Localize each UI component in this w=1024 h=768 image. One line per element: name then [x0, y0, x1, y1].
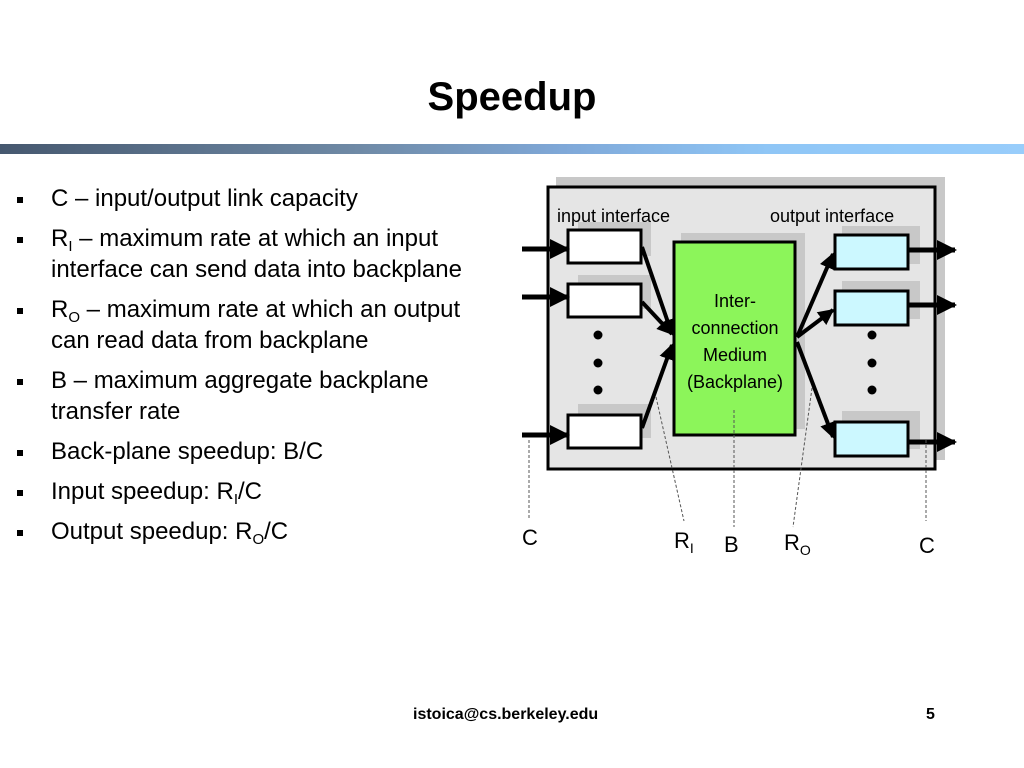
bullet-text: Output speedup: R: [51, 518, 253, 545]
bullet-item: RO – maximum rate at which an output can…: [14, 294, 464, 356]
bullet-item: Output speedup: RO/C: [14, 516, 464, 547]
label-r-o: RO: [784, 530, 811, 558]
medium-label-line: Inter-: [714, 291, 756, 311]
bullet-subscript: O: [68, 309, 81, 326]
square-bullet-icon: [17, 490, 23, 496]
router-chassis: [546, 185, 937, 471]
bullet-text: C – input/output link capacity: [51, 185, 358, 212]
output-port-shadow: [842, 281, 920, 319]
slide-title: Speedup: [427, 75, 597, 119]
square-bullet-icon: [17, 237, 23, 243]
input-port: [566, 228, 643, 265]
bullet-text: /C: [264, 518, 289, 545]
output-port: [833, 233, 910, 271]
bullet-subscript: I: [233, 491, 238, 508]
ellipsis-dot: [867, 358, 877, 368]
medium-label-line: Medium: [703, 345, 767, 365]
medium-label-line: connection: [691, 318, 778, 338]
medium-to-output-arrow: [795, 252, 835, 338]
ellipsis-dot: [593, 358, 603, 368]
input-to-medium-arrow: [640, 300, 674, 336]
ellipsis-dot: [867, 385, 877, 395]
square-bullet-icon: [17, 530, 23, 536]
input-port: [566, 413, 643, 450]
input-to-medium-arrow: [640, 246, 675, 336]
bullet-item: Input speedup: RI/C: [14, 476, 464, 507]
ellipsis-dot: [593, 330, 603, 340]
output-port-shadow: [842, 226, 920, 264]
bullet-text: – maximum rate at which an output can re…: [51, 296, 461, 354]
router-shadow: [556, 177, 945, 460]
bullet-text: Input speedup: R: [51, 478, 234, 505]
output-port-shadow: [842, 411, 920, 449]
square-bullet-icon: [17, 308, 23, 314]
bullet-item: Back-plane speedup: B/C: [14, 436, 464, 467]
medium-shadow: [681, 233, 805, 429]
medium-to-output-arrow: [795, 341, 836, 439]
input-interface-label: input interface: [557, 206, 670, 226]
leader-line-ro: [792, 387, 813, 528]
square-bullet-icon: [17, 197, 23, 203]
square-bullet-icon: [17, 450, 23, 456]
label-c-left: C: [522, 525, 538, 550]
bullet-item: RI – maximum rate at which an input inte…: [14, 223, 464, 285]
bullet-text: – maximum rate at which an input interfa…: [51, 225, 462, 283]
medium-label-line: (Backplane): [687, 372, 783, 392]
bullet-text: R: [51, 296, 69, 323]
label-b: B: [724, 532, 739, 557]
output-port: [833, 420, 910, 458]
output-interface-label: output interface: [770, 206, 894, 226]
medium-to-output-arrow: [795, 308, 835, 339]
input-port: [566, 282, 643, 319]
bullet-text: R: [51, 225, 69, 252]
input-port-shadow: [578, 404, 651, 438]
bullet-subscript: O: [252, 531, 265, 548]
page-number: 5: [926, 706, 935, 723]
input-port-shadow: [578, 222, 651, 256]
square-bullet-icon: [17, 379, 23, 385]
footer-email: istoica@cs.berkeley.edu: [413, 706, 599, 723]
bullet-text: /C: [237, 478, 262, 505]
bullet-subscript: I: [68, 238, 73, 255]
ellipsis-dot: [593, 385, 603, 395]
title-divider-bar: [0, 144, 1024, 154]
bullet-item: C – input/output link capacity: [14, 183, 464, 214]
ellipsis-dot: [867, 330, 877, 340]
interconnection-medium: [672, 240, 797, 437]
label-r-i: RI: [674, 528, 694, 556]
leader-line-ri: [655, 396, 685, 522]
bullet-text: B – maximum aggregate backplane transfer…: [51, 367, 429, 425]
input-port-shadow: [578, 275, 651, 309]
output-port: [833, 289, 910, 327]
input-to-medium-arrow: [640, 343, 675, 429]
bullet-list: C – input/output link capacity RI – maxi…: [14, 183, 464, 556]
bullet-text: Back-plane speedup: B/C: [51, 438, 324, 465]
bullet-item: B – maximum aggregate backplane transfer…: [14, 365, 464, 427]
label-c-right: C: [919, 533, 935, 558]
